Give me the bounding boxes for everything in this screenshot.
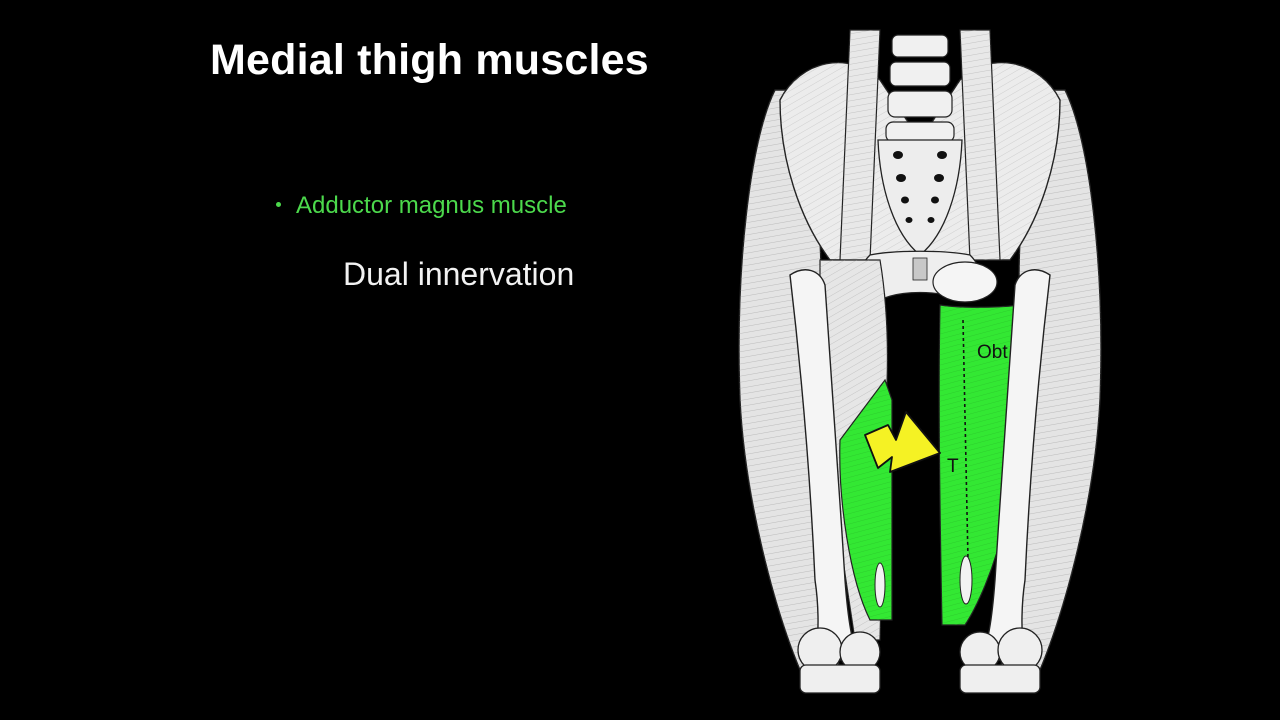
nerve-division-line [962,319,969,561]
left-knee [797,627,881,694]
sacral-foramina [893,151,947,223]
subtext-dual-innervation: Dual innervation [343,256,575,292]
thigh-anatomy-illustration: Obt T [738,29,1102,694]
lumbar-spine [885,34,955,143]
slide-title: Medial thigh muscles [210,36,649,84]
bullet-dot-icon [276,202,281,208]
bullet-item: Adductor magnus muscle [276,192,567,220]
yellow-pointer-arrow-icon [864,411,941,473]
label-tibial: T [947,456,959,477]
bullet-text: Adductor magnus muscle [296,192,567,219]
right-obturator [932,261,998,303]
label-obturator: Obt [977,342,1008,363]
right-knee [959,627,1043,694]
